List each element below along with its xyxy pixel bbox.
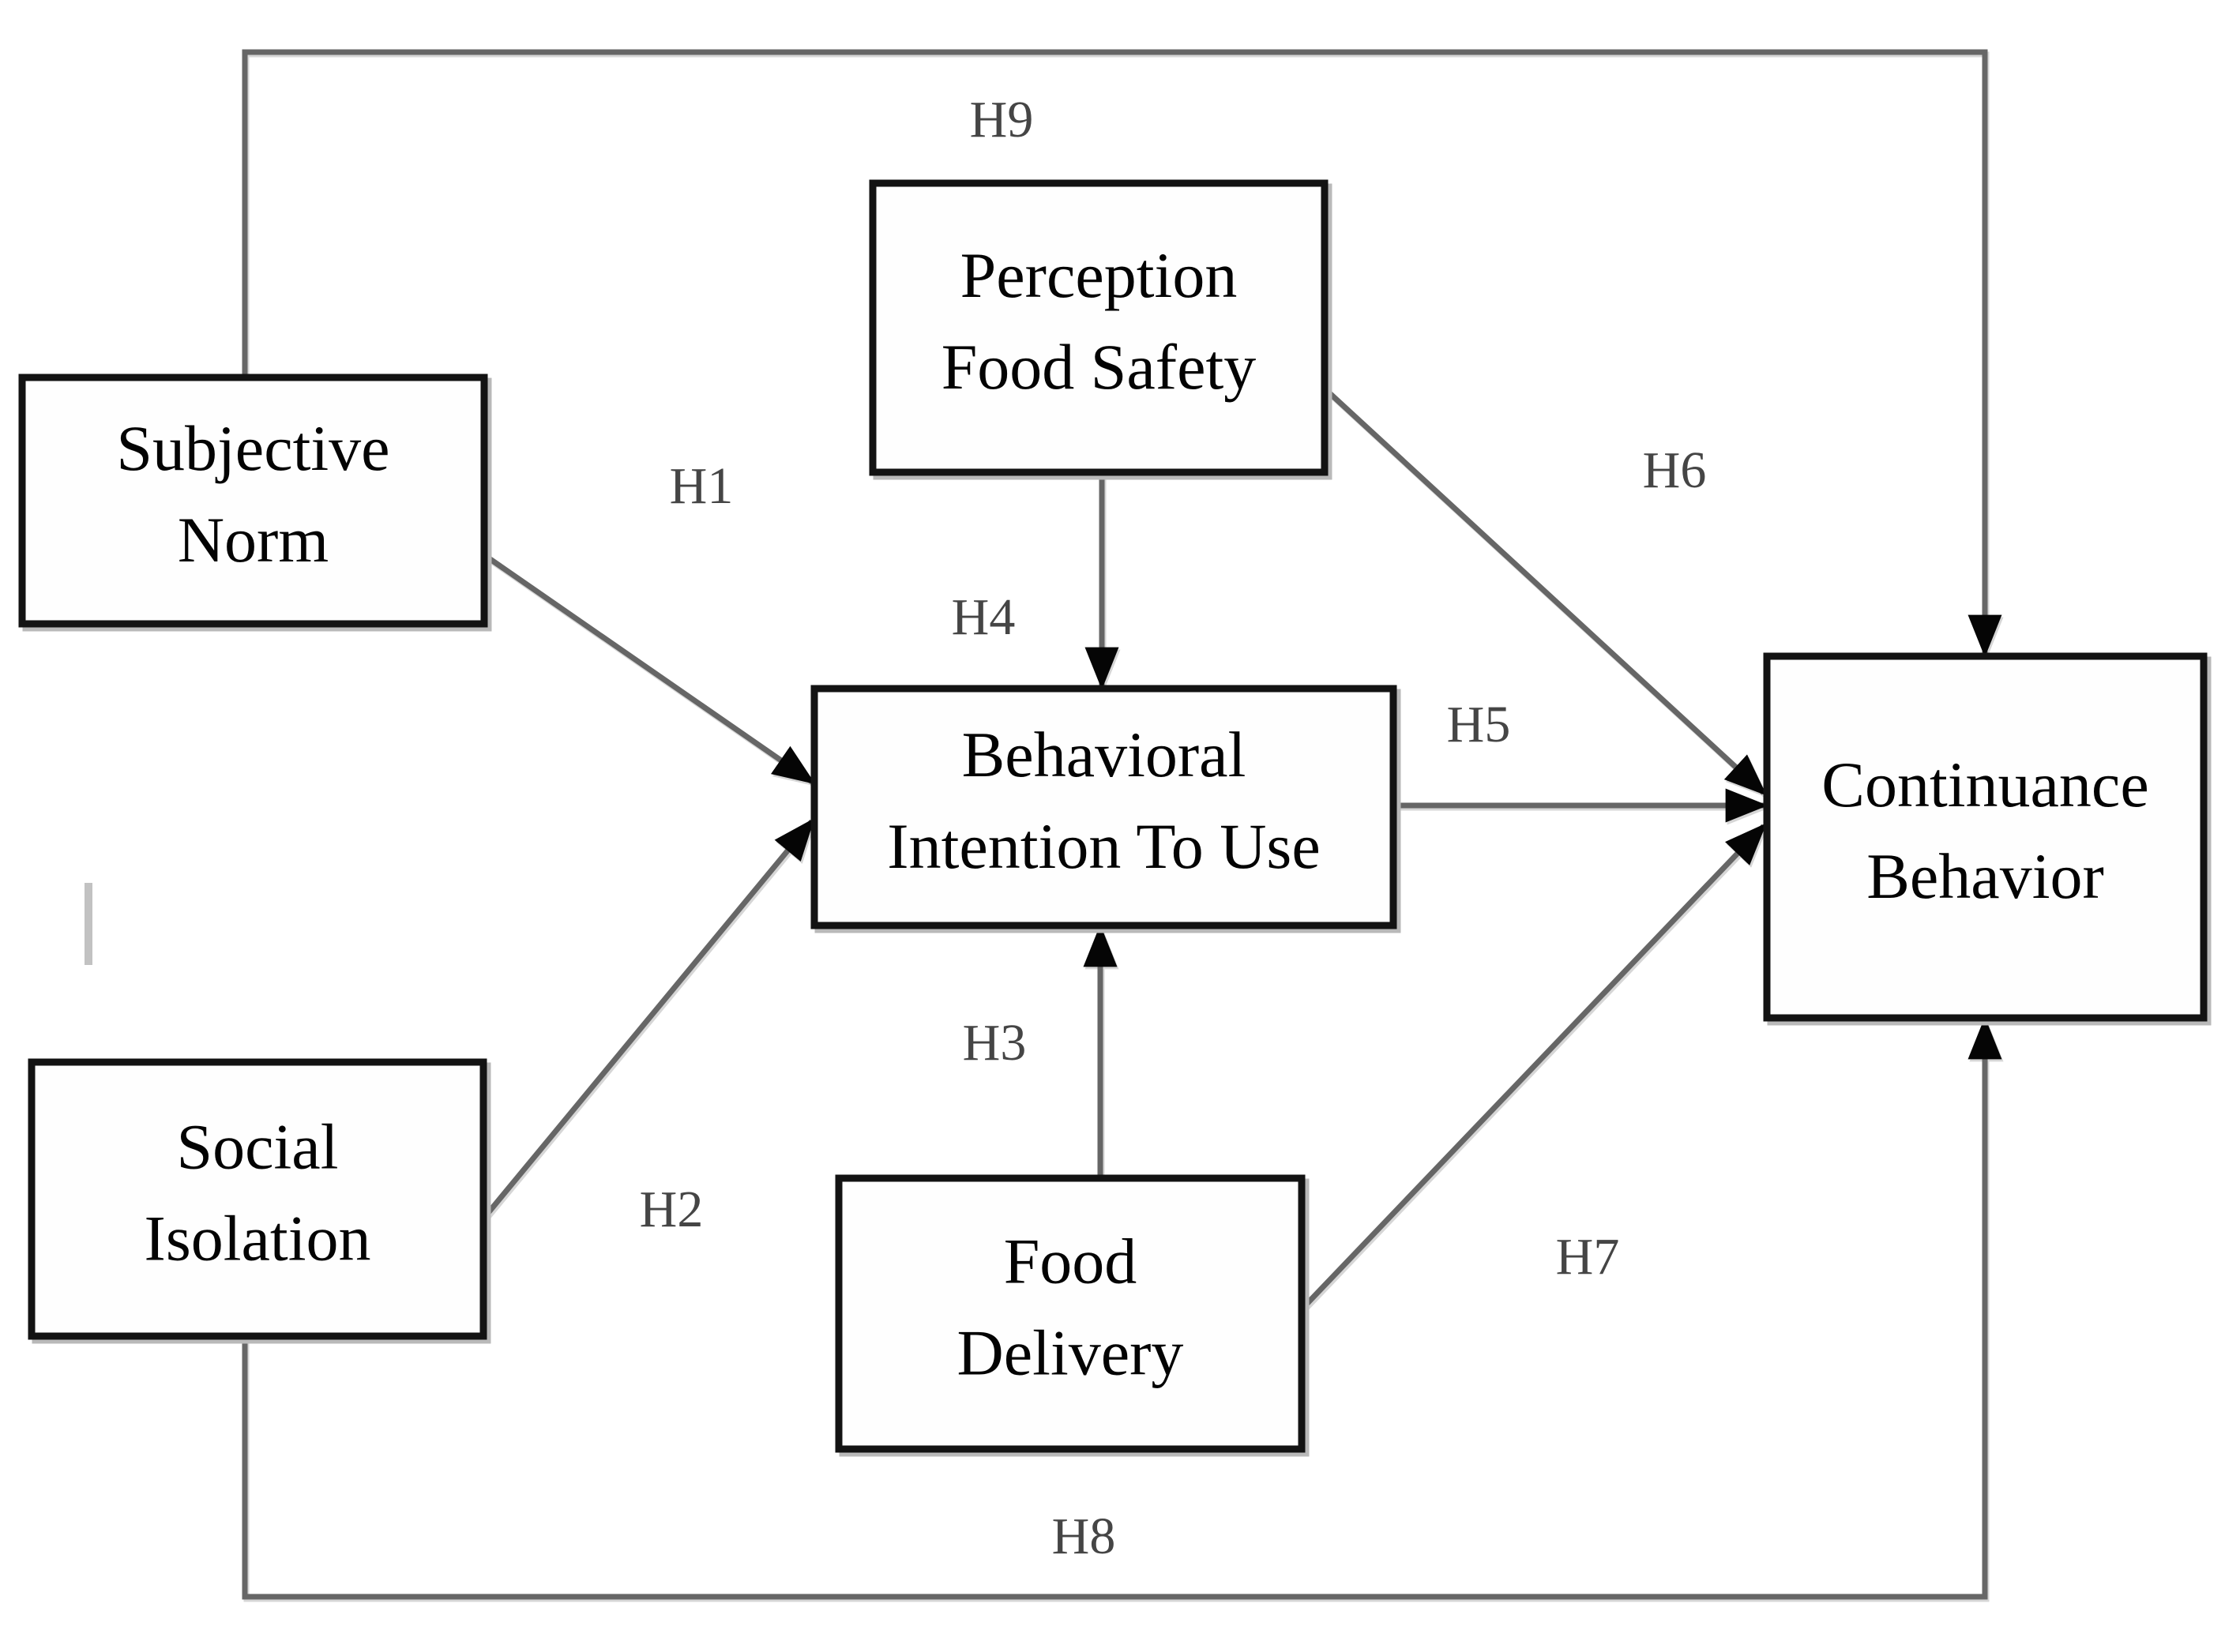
hypothesis-label-h7: H7	[1556, 1228, 1620, 1286]
h2-arrow	[482, 817, 815, 1220]
h9-arrow	[242, 49, 2002, 658]
h6-arrow	[1322, 386, 1767, 796]
hypothesis-label-h8: H8	[1052, 1507, 1116, 1565]
hypothesis-label-h6: H6	[1643, 441, 1707, 499]
edge-h3: H3	[963, 924, 1118, 1177]
edge-h2: H2	[482, 817, 815, 1238]
subjective-norm-label-line-1: Subjective	[116, 412, 389, 484]
perception-food-safety-label-line-1: Perception	[960, 239, 1238, 311]
behavioral-intention-label-line-2: Intention To Use	[887, 810, 1320, 882]
subjective-norm-box	[18, 374, 488, 628]
perception-food-safety-label-line-2: Food Safety	[941, 331, 1257, 403]
hypothesis-label-h4: H4	[952, 588, 1016, 646]
social-isolation-label-line-2: Isolation	[145, 1202, 371, 1274]
h7-arrow	[1299, 823, 1767, 1312]
edge-h5: H5	[1393, 696, 1768, 823]
edge-h4: H4	[952, 474, 1119, 690]
subjective-norm-label-line-2: Norm	[178, 504, 329, 576]
food-delivery-label-line-2: Delivery	[957, 1316, 1184, 1388]
social-isolation-box	[28, 1058, 487, 1340]
h1-arrow	[479, 550, 816, 785]
hypothesis-label-h2: H2	[640, 1181, 704, 1238]
behavioral-intention-label-line-1: Behavioral	[962, 719, 1246, 790]
hypothesis-label-h9: H9	[970, 91, 1034, 148]
h8-arrow	[242, 1016, 2002, 1600]
continuance-behavior-label-line-2: Behavior	[1866, 840, 2104, 912]
hypothesis-label-h5: H5	[1447, 696, 1511, 753]
continuance-behavior-box	[1763, 652, 2208, 1022]
hypothesis-label-h3: H3	[963, 1014, 1027, 1072]
perception-food-safety-box	[869, 179, 1329, 476]
food-delivery-label-line-1: Food	[1004, 1225, 1137, 1297]
edge-h1: H1	[479, 457, 816, 785]
continuance-behavior-label-line-1: Continuance	[1821, 749, 2148, 820]
edge-h8: H8	[242, 1016, 2002, 1600]
edge-h9: H9	[242, 49, 2002, 658]
behavioral-intention-box	[810, 685, 1397, 929]
hypothesis-label-h1: H1	[670, 457, 734, 515]
edge-h6: H6	[1322, 386, 1767, 796]
edge-h7: H7	[1299, 823, 1767, 1312]
social-isolation-label-line-1: Social	[177, 1110, 339, 1182]
food-delivery-box	[835, 1174, 1306, 1453]
